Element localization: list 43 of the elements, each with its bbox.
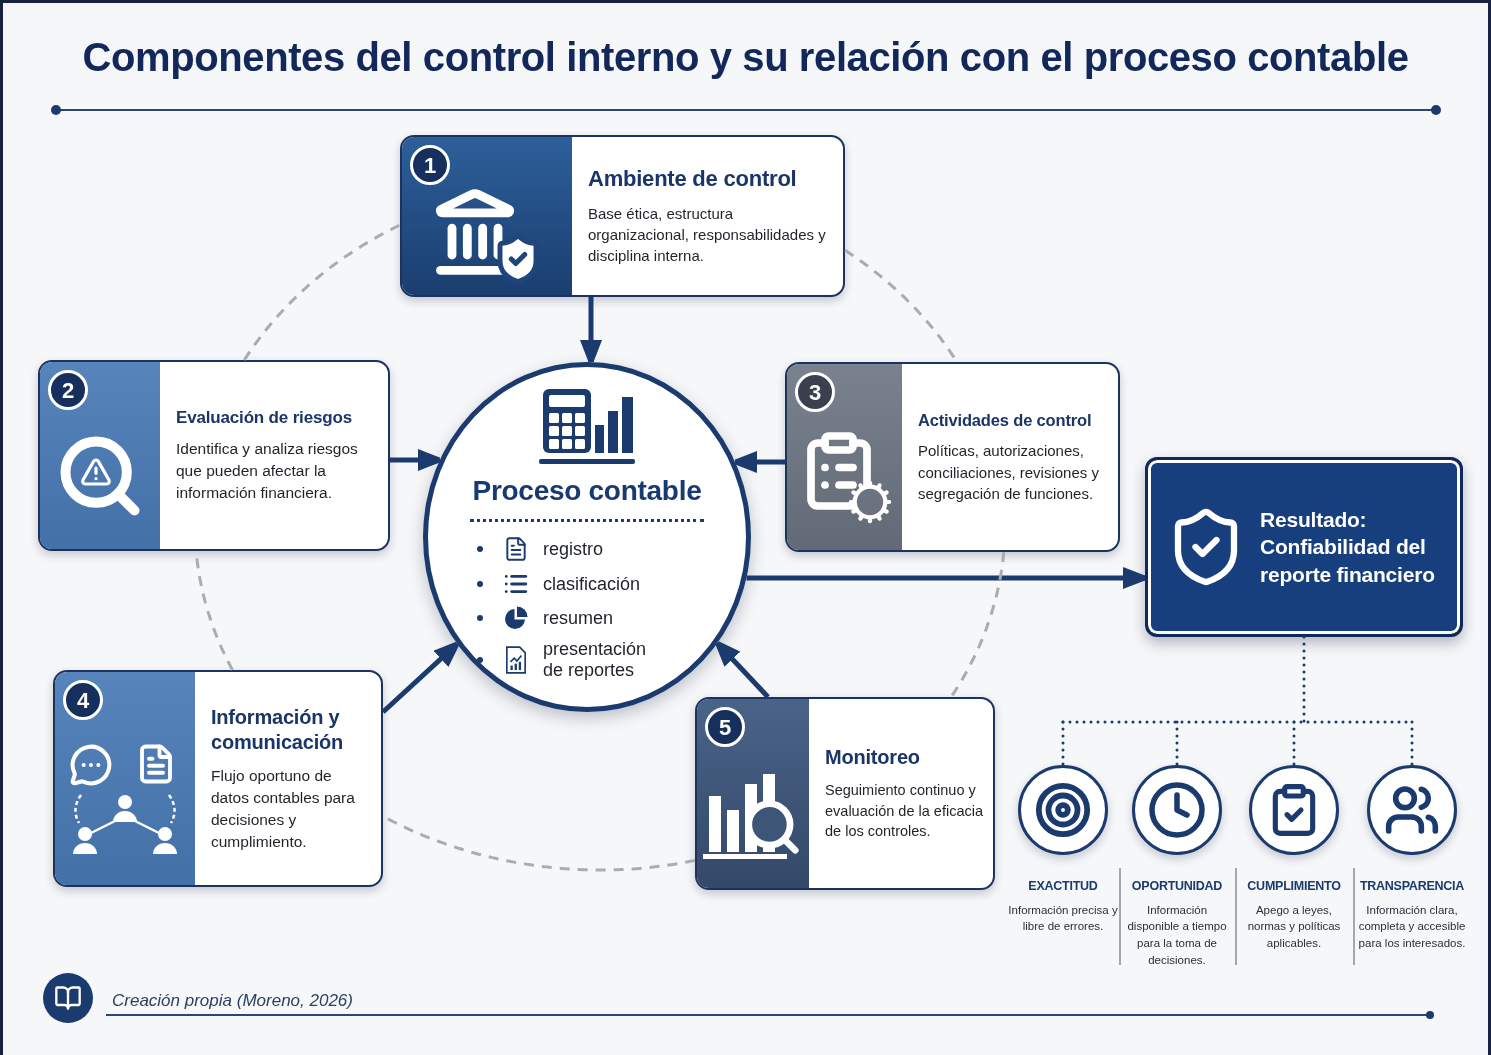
dotted-connector xyxy=(1410,720,1414,767)
process-step: resumen xyxy=(543,607,614,629)
result-heading: Confiabilidad del reporte financiero xyxy=(1260,534,1436,588)
card-heading: Monitoreo xyxy=(825,745,921,771)
card-description: Políticas, autorizaciones, conciliaciones, revisiones y segregación de funciones. xyxy=(918,441,1100,504)
step-number: 1 xyxy=(410,145,450,185)
dashed-connector xyxy=(949,551,1006,698)
card-heading: Actividades de control xyxy=(918,409,1093,431)
process-heading: Proceso contable xyxy=(472,477,702,505)
attribute-description: Apego a leyes, normas y políticas aplicables. xyxy=(1246,902,1342,952)
process-step: presentación de reportes xyxy=(543,639,665,681)
diagram-title: Componentes del control interno y su relación con el proceso contable xyxy=(82,34,1409,81)
step-number: 5 xyxy=(705,707,745,747)
attribute-title: CUMPLIMIENTO xyxy=(1247,878,1341,895)
process-step: registro xyxy=(543,538,604,560)
step-number: 4 xyxy=(63,680,103,720)
card-heading: Información y comunicación xyxy=(211,704,345,755)
attribute-description: Información precisa y libre de errores. xyxy=(1007,902,1119,935)
card-heading: Ambiente de control xyxy=(588,165,798,193)
card-description: Identifica y analiza riesgos que pueden afectar la información financiera. xyxy=(176,439,359,504)
component-card xyxy=(38,360,390,551)
card-description: Flujo oportuno de datos contables para decisiones y cumplimiento. xyxy=(211,765,356,852)
component-card xyxy=(53,670,383,887)
component-card xyxy=(695,697,995,890)
dotted-connector xyxy=(1175,720,1179,767)
component-card xyxy=(400,135,845,297)
dotted-connector xyxy=(1292,720,1296,767)
attribute-description: Información disponible a tiempo para la toma de decisiones. xyxy=(1126,902,1228,968)
card-heading: Evaluación de riesgos xyxy=(176,406,353,429)
caption: Creación propia (Moreno, 2026) xyxy=(112,990,353,1012)
result-panel xyxy=(1145,457,1463,637)
step-number: 3 xyxy=(795,372,835,412)
dashed-connector xyxy=(243,223,401,361)
attribute-description: Información clara, completa y accesible para los interesados. xyxy=(1357,902,1467,952)
card-description: Base ética, estructura organizacional, responsabilidades y disciplina interna. xyxy=(588,203,827,267)
component-card xyxy=(785,362,1120,552)
card-description: Seguimiento continuo y evaluación de la eficacia de los controles. xyxy=(825,781,983,842)
process-step: clasificación xyxy=(543,573,641,595)
attribute-title: EXACTITUD xyxy=(1028,878,1098,895)
attribute-title: OPORTUNIDAD xyxy=(1131,878,1223,895)
step-number: 2 xyxy=(48,370,88,410)
result-label: Resultado: xyxy=(1260,507,1368,534)
attribute-title: TRANSPARENCIA xyxy=(1359,878,1465,895)
